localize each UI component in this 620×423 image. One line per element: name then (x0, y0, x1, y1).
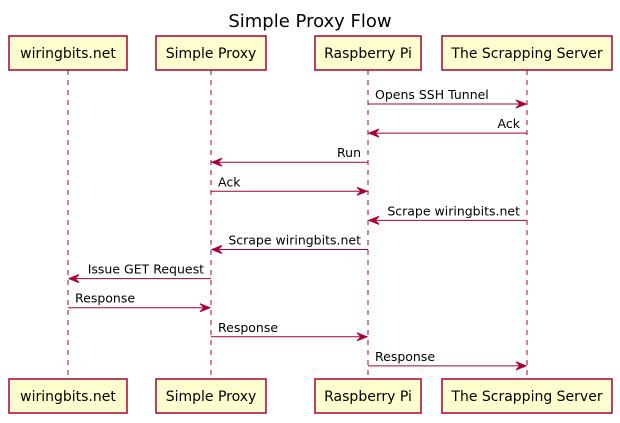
participant-label-server-bottom: The Scrapping Server (450, 389, 602, 405)
message-label: Scrape wiringbits.net (228, 233, 361, 248)
arrowhead-icon (515, 99, 528, 109)
message-label: Response (75, 291, 135, 306)
message-label: Scrape wiringbits.net (387, 203, 520, 218)
arrowhead-icon (210, 245, 223, 254)
participant-box-wiringbits-top (8, 35, 128, 71)
participant-label-server-top: The Scrapping Server (450, 46, 602, 62)
participant-box-server-top (441, 35, 613, 71)
participant-box-proxy-top (155, 35, 267, 71)
participant-box-proxy-bottom (155, 378, 267, 414)
message-label: Response (218, 320, 278, 335)
arrowhead-icon (515, 361, 528, 371)
participant-label-pi-top: Raspberry Pi (324, 46, 412, 62)
participant-box-pi-bottom (314, 378, 422, 414)
message-label: Ack (498, 116, 521, 131)
message-label: Response (375, 349, 435, 364)
message-label: Issue GET Request (88, 262, 204, 277)
participant-box-pi-top (314, 35, 422, 71)
participant-box-wiringbits-bottom (8, 378, 128, 414)
diagram-title: Simple Proxy Flow (228, 11, 391, 32)
participant-label-proxy-bottom: Simple Proxy (166, 389, 257, 405)
arrowhead-icon (367, 128, 380, 138)
participant-label-pi-bottom: Raspberry Pi (324, 389, 412, 405)
message-label: Opens SSH Tunnel (375, 87, 489, 102)
arrowhead-icon (356, 332, 369, 342)
message-label: Run (337, 145, 361, 160)
participant-label-wiringbits-top: wiringbits.net (20, 46, 116, 62)
message-label: Ack (218, 174, 241, 189)
arrowhead-icon (67, 274, 80, 284)
participant-box-server-bottom (441, 378, 613, 414)
participant-label-proxy-top: Simple Proxy (166, 46, 257, 62)
arrowhead-icon (356, 186, 369, 196)
arrowhead-icon (210, 157, 223, 167)
participant-label-wiringbits-bottom: wiringbits.net (20, 389, 116, 405)
arrowhead-icon (367, 215, 380, 225)
arrowhead-icon (199, 303, 212, 313)
lifelines (67, 70, 528, 379)
